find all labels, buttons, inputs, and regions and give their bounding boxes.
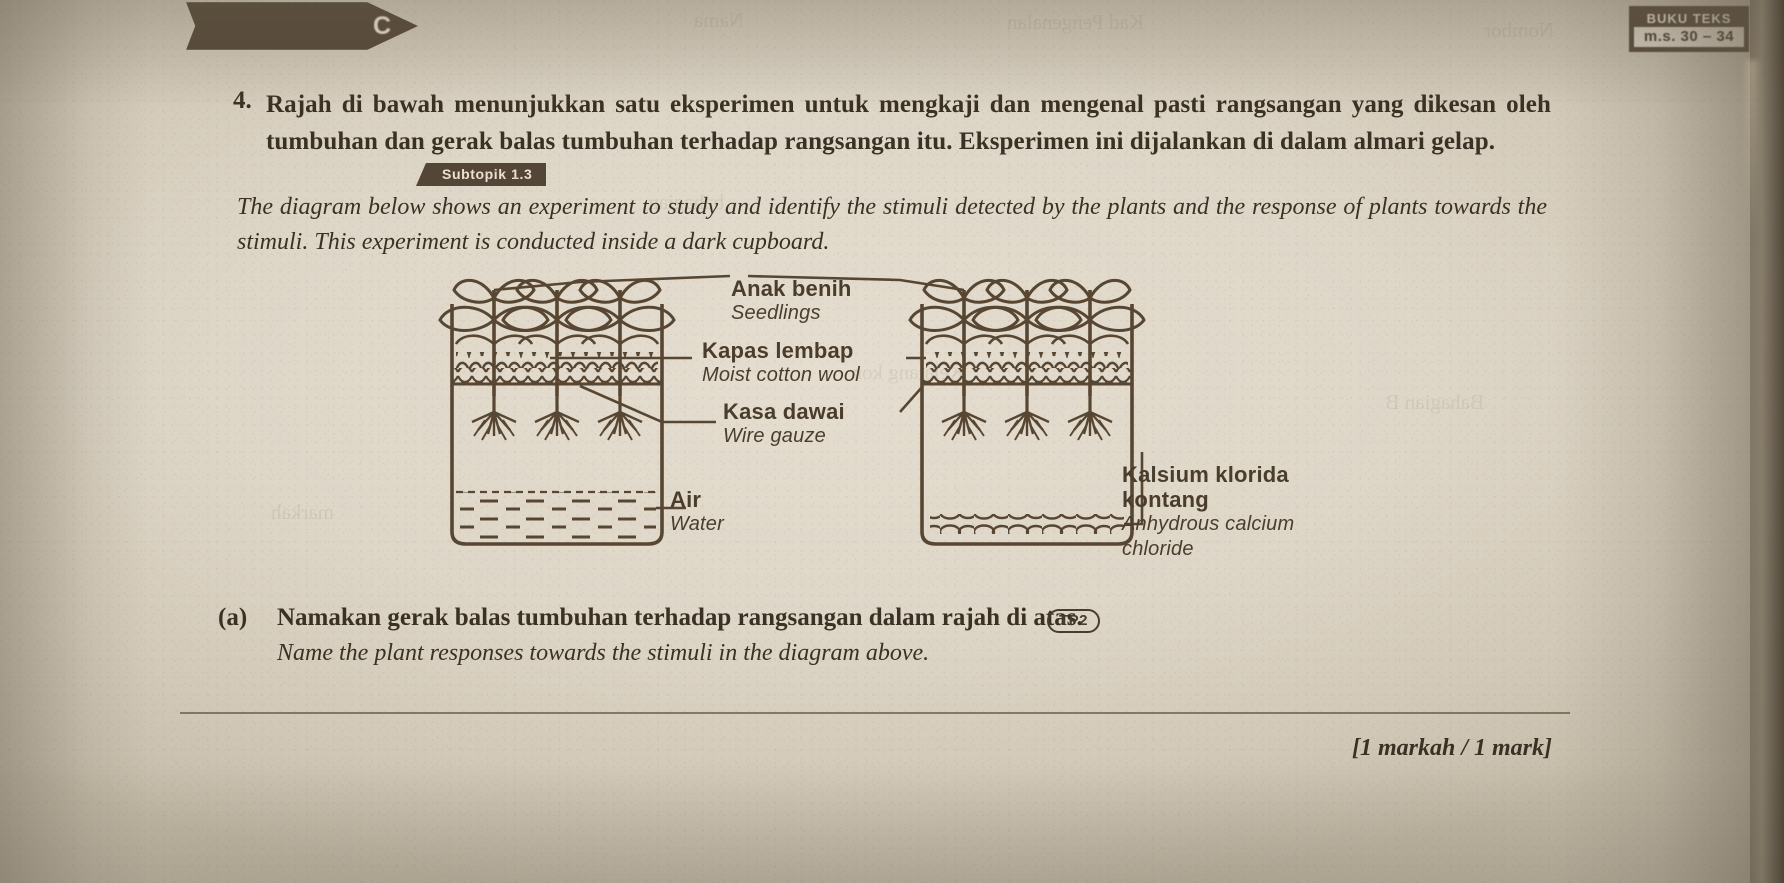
- textbook-badge-pages: m.s. 30 – 34: [1634, 27, 1744, 47]
- label-moist-cotton-wool: Kapas lembap Moist cotton wool: [702, 338, 860, 388]
- label-anhydrous-calcium-chloride: Kalsium klorida kontang Anhydrous calciu…: [1122, 462, 1352, 562]
- part-a-text-english: Name the plant responses towards the sti…: [277, 640, 930, 666]
- label-gauze-english: Wire gauze: [723, 425, 826, 447]
- label-cacl2-malay: Kalsium klorida kontang: [1122, 462, 1289, 512]
- chapter-arrow-banner: C: [186, 2, 418, 50]
- label-gauze-malay: Kasa dawai: [723, 399, 845, 424]
- experiment-diagram-svg: [438, 274, 1146, 546]
- marks-allocation: [1 markah / 1 mark]: [1351, 735, 1552, 761]
- label-water-malay: Air: [670, 487, 702, 512]
- chapter-letter: C: [372, 11, 392, 40]
- part-a-text-malay: Namakan gerak balas tumbuhan terhadap ra…: [277, 604, 1083, 631]
- textbook-reference-badge: BUKU TEKS m.s. 30 – 34: [1629, 6, 1749, 52]
- question-number: 4.: [233, 87, 252, 114]
- label-cotton-malay: Kapas lembap: [702, 338, 854, 363]
- right-container-group: [908, 278, 1146, 546]
- label-wire-gauze: Kasa dawai Wire gauze: [723, 399, 845, 449]
- label-seedlings-english: Seedlings: [731, 302, 821, 324]
- subtopic-badge: Subtopik 1.3: [416, 163, 547, 186]
- label-cacl2-english: Anhydrous calcium chloride: [1122, 513, 1295, 560]
- textbook-badge-title: BUKU TEKS: [1646, 11, 1732, 26]
- experiment-diagram: [430, 262, 1350, 582]
- label-water-english: Water: [670, 513, 724, 535]
- label-seedlings-malay: Anak benih: [731, 276, 852, 301]
- label-leader-lines: [493, 274, 1144, 526]
- answer-line: [180, 712, 1570, 714]
- label-seedlings: Anak benih Seedlings: [731, 276, 852, 326]
- label-water: Air Water: [670, 487, 724, 537]
- part-a-marker: (a): [218, 604, 248, 631]
- left-container-group: [438, 278, 676, 546]
- question-text-english: The diagram below shows an experiment to…: [237, 194, 1547, 255]
- label-cotton-english: Moist cotton wool: [702, 364, 860, 386]
- question-text-malay: Rajah di bawah menunjukkan satu eksperim…: [266, 91, 1551, 155]
- performance-level-badge: TP2: [1047, 609, 1101, 633]
